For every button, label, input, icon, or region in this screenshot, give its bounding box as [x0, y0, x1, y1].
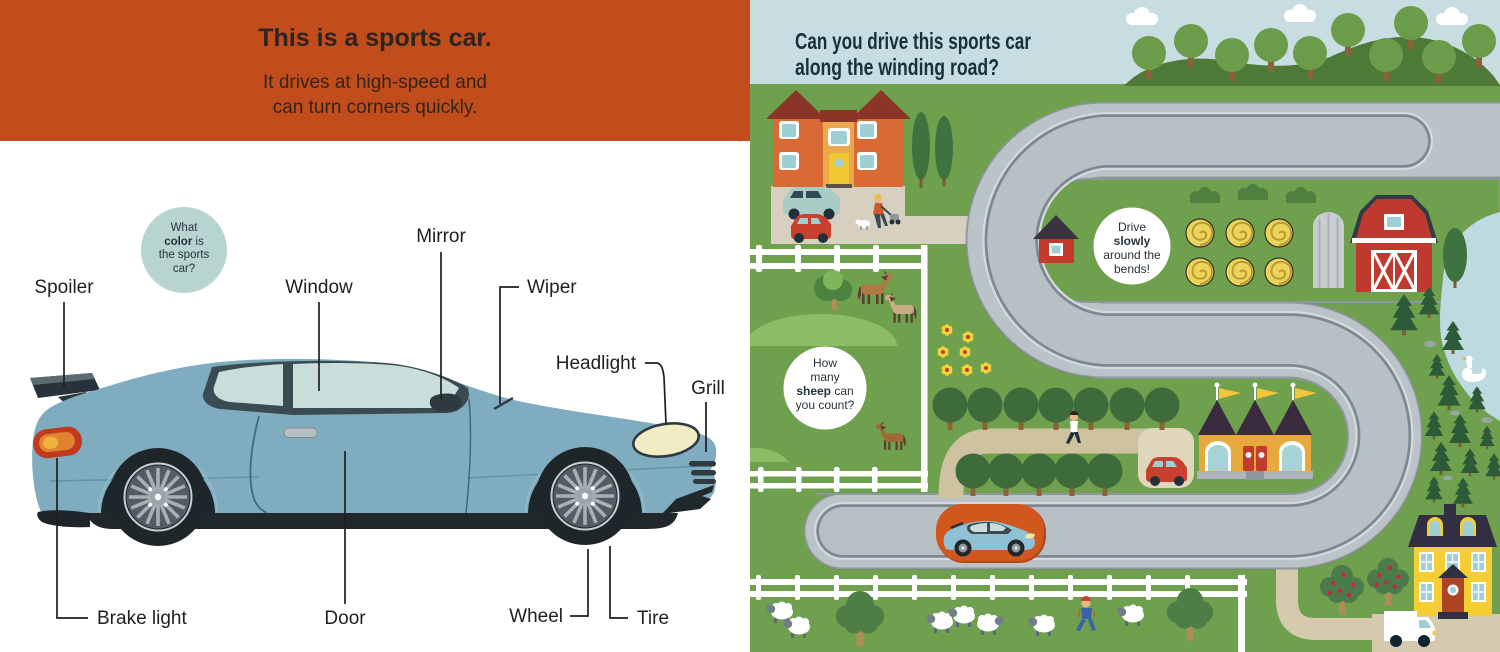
svg-text:Tire: Tire — [637, 608, 669, 629]
svg-text:around the: around the — [1103, 248, 1161, 262]
svg-text:Headlight: Headlight — [556, 353, 637, 374]
svg-text:How: How — [813, 356, 837, 370]
svg-text:Window: Window — [285, 277, 353, 298]
svg-text:Can you drive this sports car: Can you drive this sports car — [795, 28, 1031, 54]
svg-text:Spoiler: Spoiler — [34, 277, 94, 298]
svg-text:slowly: slowly — [1114, 234, 1151, 248]
svg-text:Door: Door — [324, 608, 366, 629]
svg-text:Wheel: Wheel — [509, 606, 563, 627]
svg-text:many: many — [810, 370, 839, 384]
svg-text:Wiper: Wiper — [527, 277, 577, 298]
svg-text:Drive: Drive — [1118, 220, 1146, 234]
svg-text:along the winding road?: along the winding road? — [795, 54, 999, 80]
svg-text:Mirror: Mirror — [416, 226, 466, 247]
svg-text:Grill: Grill — [691, 378, 725, 399]
svg-text:you count?: you count? — [796, 398, 855, 412]
svg-text:sheep can: sheep can — [796, 384, 853, 398]
svg-text:bends!: bends! — [1114, 262, 1150, 276]
svg-text:Brake light: Brake light — [97, 608, 187, 629]
